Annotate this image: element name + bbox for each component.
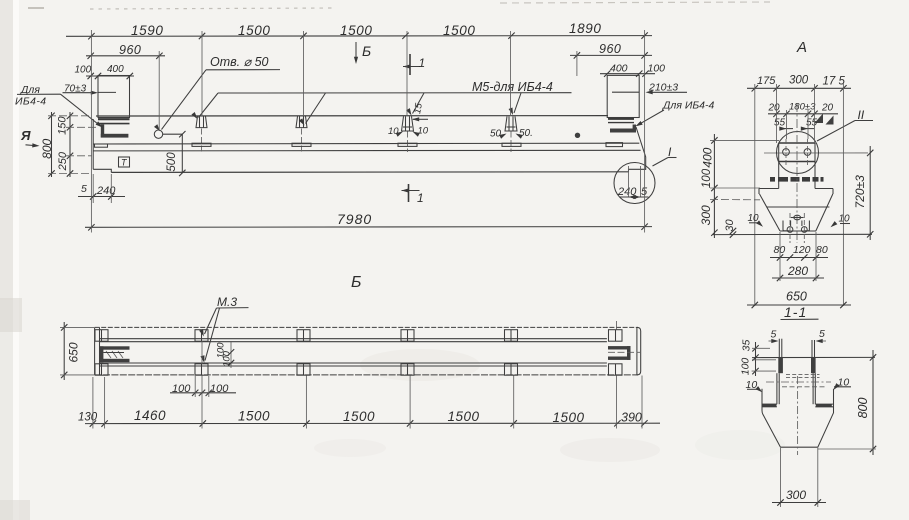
svg-text:10: 10	[418, 126, 429, 137]
svg-text:1890: 1890	[569, 21, 601, 36]
svg-text:А: А	[796, 39, 807, 56]
svg-text:Для ИБ4-4: Для ИБ4-4	[662, 100, 715, 112]
svg-text:100: 100	[172, 383, 191, 395]
svg-text:50.: 50.	[490, 129, 504, 140]
svg-text:М.3: М.3	[217, 295, 237, 309]
svg-text:500: 500	[166, 152, 178, 172]
svg-text:175: 175	[757, 75, 776, 87]
svg-text:960: 960	[599, 42, 621, 56]
svg-text:150: 150	[57, 116, 69, 135]
svg-text:Т: Т	[121, 158, 128, 168]
svg-text:1500: 1500	[448, 409, 480, 424]
svg-text:720±3: 720±3	[853, 175, 867, 209]
svg-text:30: 30	[724, 219, 736, 232]
svg-text:Б: Б	[351, 274, 361, 291]
svg-text:7980: 7980	[337, 211, 372, 227]
svg-text:55: 55	[774, 118, 786, 129]
svg-text:210±3: 210±3	[648, 82, 678, 94]
svg-text:50.: 50.	[519, 128, 533, 139]
svg-text:I: I	[668, 145, 672, 159]
svg-text:800: 800	[40, 138, 54, 158]
svg-text:М5-для ИБ4-4: М5-для ИБ4-4	[472, 80, 553, 94]
svg-text:20: 20	[821, 103, 834, 114]
svg-text:Б: Б	[362, 43, 371, 59]
svg-text:280: 280	[787, 264, 808, 278]
svg-text:250: 250	[57, 151, 69, 171]
svg-text:10: 10	[746, 379, 758, 391]
svg-text:20: 20	[768, 103, 781, 114]
svg-text:1590: 1590	[131, 23, 163, 38]
svg-text:1500: 1500	[238, 23, 270, 38]
svg-text:1500: 1500	[238, 409, 270, 424]
svg-text:100: 100	[75, 65, 92, 76]
svg-text:15: 15	[412, 102, 425, 115]
svg-text:100: 100	[216, 342, 227, 359]
svg-text:300: 300	[786, 488, 806, 502]
svg-text:1: 1	[419, 56, 426, 70]
svg-text:55: 55	[806, 118, 818, 129]
svg-text:120: 120	[793, 244, 811, 256]
svg-text:300: 300	[789, 75, 809, 87]
svg-text:1500: 1500	[443, 23, 475, 38]
svg-text:400: 400	[610, 63, 628, 75]
svg-text:80: 80	[816, 244, 828, 256]
svg-text:II: II	[858, 108, 865, 122]
svg-text:100: 100	[648, 63, 666, 75]
svg-text:400: 400	[701, 147, 715, 167]
svg-text:80: 80	[774, 244, 786, 256]
svg-text:70±3: 70±3	[64, 84, 87, 95]
svg-text:180±3: 180±3	[789, 102, 816, 113]
svg-text:5: 5	[81, 183, 87, 195]
svg-text:Отв. ⌀ 50: Отв. ⌀ 50	[210, 55, 269, 69]
svg-text:5: 5	[819, 328, 825, 340]
svg-text:1500: 1500	[340, 23, 372, 38]
svg-text:Для: Для	[20, 84, 40, 96]
svg-text:400: 400	[107, 64, 124, 75]
svg-text:650: 650	[786, 290, 807, 304]
svg-text:Я: Я	[20, 128, 31, 143]
svg-text:650: 650	[67, 342, 81, 362]
svg-text:130: 130	[78, 412, 98, 424]
svg-text:1460: 1460	[134, 408, 166, 423]
svg-text:1500: 1500	[553, 410, 585, 425]
svg-text:800: 800	[856, 398, 870, 419]
svg-text:960: 960	[119, 43, 141, 57]
svg-text:1-1: 1-1	[784, 304, 807, 320]
svg-text:300: 300	[699, 205, 713, 225]
svg-text:100: 100	[222, 350, 233, 367]
svg-text:17 5: 17 5	[823, 76, 846, 88]
svg-text:5: 5	[771, 329, 777, 341]
svg-text:10: 10	[388, 126, 399, 137]
svg-text:390: 390	[621, 411, 642, 425]
svg-text:100: 100	[210, 383, 229, 395]
svg-text:ИБ4-4: ИБ4-4	[15, 96, 47, 108]
svg-text:35: 35	[741, 340, 753, 352]
svg-text:100: 100	[701, 168, 713, 188]
svg-text:10: 10	[748, 213, 760, 224]
svg-text:1: 1	[417, 191, 424, 205]
svg-text:10: 10	[838, 377, 850, 389]
svg-text:10: 10	[839, 214, 851, 225]
svg-text:100: 100	[740, 358, 752, 376]
svg-text:240: 240	[617, 186, 637, 198]
svg-text:1500: 1500	[343, 409, 375, 424]
